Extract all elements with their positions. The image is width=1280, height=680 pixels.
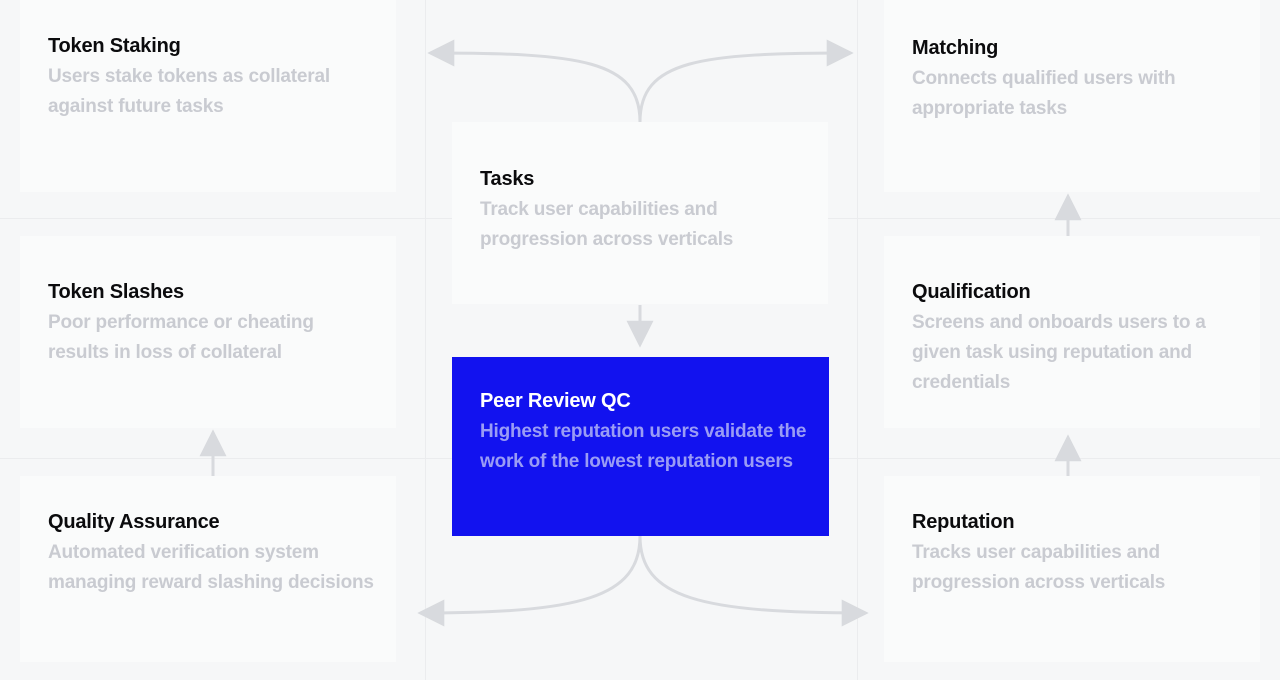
card-tasks[interactable]: Tasks Track user capabilities and progre… <box>452 122 828 304</box>
card-matching[interactable]: Matching Connects qualified users with a… <box>884 0 1260 192</box>
card-peer-review-qc[interactable]: Peer Review QC Highest reputation users … <box>452 357 829 536</box>
connector-peer-review-qc-to-reputation <box>638 535 869 627</box>
card-token-slashes[interactable]: Token Slashes Poor performance or cheati… <box>20 236 396 428</box>
card-matching-description: Connects qualified users with appropriat… <box>912 68 1176 119</box>
card-token-staking-description: Users stake tokens as collateral against… <box>48 66 330 117</box>
card-token-slashes-title: Token Slashes <box>48 281 184 303</box>
card-token-staking-content: Token Staking Users stake tokens as coll… <box>48 34 376 122</box>
card-quality-assurance[interactable]: Quality Assurance Automated verification… <box>20 476 396 662</box>
card-peer-review-qc-title: Peer Review QC <box>480 390 631 412</box>
card-token-slashes-content: Token Slashes Poor performance or cheati… <box>48 280 376 368</box>
connector-peer-review-qc-to-quality-assurance <box>417 535 642 627</box>
card-peer-review-qc-description: Highest reputation users validate the wo… <box>480 421 807 472</box>
card-quality-assurance-description: Automated verification system managing r… <box>48 542 374 593</box>
connector-tasks-to-matching <box>638 39 854 123</box>
card-reputation-content: Reputation Tracks user capabilities and … <box>912 510 1240 598</box>
card-qualification[interactable]: Qualification Screens and onboards users… <box>884 236 1260 428</box>
card-reputation-description: Tracks user capabilities and progression… <box>912 542 1166 593</box>
card-token-staking[interactable]: Token Staking Users stake tokens as coll… <box>20 0 396 192</box>
grid-line-vertical-left <box>425 0 426 680</box>
card-reputation-title: Reputation <box>912 511 1015 533</box>
card-matching-title: Matching <box>912 37 999 59</box>
card-token-slashes-description: Poor performance or cheating results in … <box>48 312 314 363</box>
grid-line-vertical-right <box>857 0 858 680</box>
card-reputation[interactable]: Reputation Tracks user capabilities and … <box>884 476 1260 662</box>
card-tasks-title: Tasks <box>480 168 535 190</box>
card-token-staking-title: Token Staking <box>48 35 181 57</box>
card-qualification-title: Qualification <box>912 281 1031 303</box>
card-qualification-content: Qualification Screens and onboards users… <box>912 280 1240 398</box>
card-quality-assurance-content: Quality Assurance Automated verification… <box>48 510 376 598</box>
card-peer-review-qc-content: Peer Review QC Highest reputation users … <box>480 389 809 477</box>
connector-tasks-to-token-staking <box>427 39 642 123</box>
card-tasks-content: Tasks Track user capabilities and progre… <box>480 167 808 255</box>
card-matching-content: Matching Connects qualified users with a… <box>912 36 1240 124</box>
card-tasks-description: Track user capabilities and progression … <box>480 199 734 250</box>
card-qualification-description: Screens and onboards users to a given ta… <box>912 312 1206 393</box>
card-quality-assurance-title: Quality Assurance <box>48 511 220 533</box>
